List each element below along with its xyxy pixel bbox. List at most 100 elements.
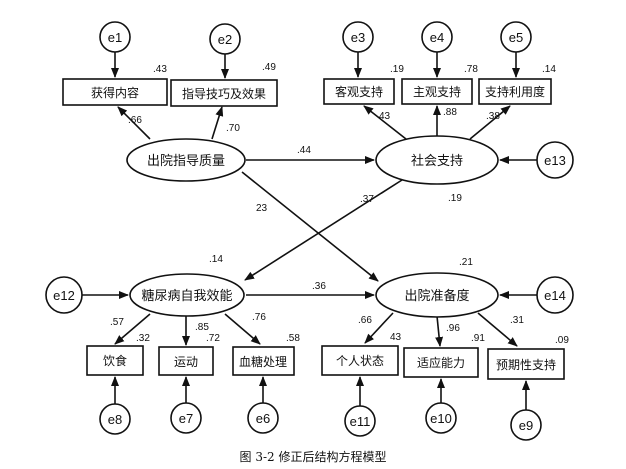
observed-objective-support: 客观支持 xyxy=(323,78,395,105)
error-e12: e12 xyxy=(45,276,83,314)
observed-label: 预期性支持 xyxy=(496,357,556,372)
error-e2: e2 xyxy=(209,23,241,55)
r2-support-use: .14 xyxy=(542,64,556,75)
observed-label: 个人状态 xyxy=(336,354,384,368)
loading-glucose: .76 xyxy=(252,312,266,323)
social-to-supportuse-arrow xyxy=(469,105,511,140)
observed-label: 适应能力 xyxy=(417,355,465,370)
r2-objective-support: .19 xyxy=(390,64,404,75)
observed-box xyxy=(170,79,278,107)
error-label: e10 xyxy=(430,411,452,426)
observed-box xyxy=(401,78,473,105)
r2-skill-effect: .49 xyxy=(262,62,276,73)
error-circle xyxy=(342,21,374,53)
guidance-to-skill-arrow xyxy=(211,106,224,140)
error-circle xyxy=(500,21,532,53)
loading-objective-support: 43 xyxy=(379,111,391,122)
error-circle xyxy=(99,21,131,53)
latent-guidance-quality: 出院指导质量 xyxy=(126,138,246,182)
observed-label: 主观支持 xyxy=(413,84,461,99)
error-circle xyxy=(209,23,241,55)
efficacy-to-glucose-arrow xyxy=(224,313,261,345)
guidance-to-readiness-arrow xyxy=(241,171,379,282)
r2-social-support: .19 xyxy=(448,193,462,204)
observed-box xyxy=(487,348,565,380)
error-circle xyxy=(247,402,279,434)
error-label: e3 xyxy=(351,30,365,45)
loading-content: .66 xyxy=(128,115,142,126)
observed-box xyxy=(321,345,399,376)
error-e1: e1 xyxy=(99,21,131,53)
loading-diet: .57 xyxy=(110,317,124,328)
observed-content: 获得内容 xyxy=(62,78,168,106)
observed-label: 支持利用度 xyxy=(485,84,545,99)
error-e4: e4 xyxy=(421,21,453,53)
loading-support-use: .38 xyxy=(486,111,500,122)
error-label: e7 xyxy=(179,411,193,426)
r2-personal-state: 43 xyxy=(390,332,402,343)
latent-label: 社会支持 xyxy=(411,153,463,169)
social-to-efficacy-arrow xyxy=(244,179,403,281)
latent-label: 出院准备度 xyxy=(404,288,469,304)
error-circle xyxy=(536,276,574,314)
observed-box xyxy=(62,78,168,106)
error-label: e4 xyxy=(430,30,444,45)
readiness-to-coping-arrow xyxy=(435,315,444,347)
error-e8: e8 xyxy=(99,403,131,435)
latent-self-efficacy: 糖尿病自我效能 xyxy=(129,273,245,317)
error-e9: e9 xyxy=(510,409,542,441)
error-label: e11 xyxy=(350,414,371,429)
observed-label: 指导技巧及效果 xyxy=(182,86,266,101)
observed-box xyxy=(403,347,479,378)
r2-diet: .32 xyxy=(136,333,150,344)
error-label: e6 xyxy=(256,411,270,426)
error-circle xyxy=(170,402,202,434)
error-e6: e6 xyxy=(247,402,279,434)
readiness-to-personal-arrow xyxy=(364,312,394,344)
path-guidance-to-social: .44 xyxy=(297,145,311,156)
error-circle xyxy=(536,141,574,179)
latent-ellipse xyxy=(375,272,499,318)
latent-ellipse xyxy=(126,138,246,182)
observed-box xyxy=(158,346,214,376)
social-to-objective-arrow xyxy=(363,105,407,140)
error-label: e8 xyxy=(108,412,122,427)
path-social-to-efficacy: .37 xyxy=(360,194,374,205)
error-e7: e7 xyxy=(170,402,202,434)
observed-box xyxy=(478,78,552,105)
loading-exercise: .85 xyxy=(195,322,209,333)
loading-expected-support: .31 xyxy=(510,315,524,326)
error-circle xyxy=(45,276,83,314)
observed-coping: 适应能力 xyxy=(403,347,479,378)
error-circle xyxy=(344,405,376,437)
error-label: e9 xyxy=(519,418,533,433)
error-e5: e5 xyxy=(500,21,532,53)
r2-subjective-support: .78 xyxy=(464,64,478,75)
loading-personal-state: .66 xyxy=(358,315,372,326)
latent-readiness: 出院准备度 xyxy=(375,272,499,318)
error-e10: e10 xyxy=(425,402,457,434)
observed-diet: 饮食 xyxy=(86,345,144,376)
loading-coping: .96 xyxy=(446,323,460,334)
observed-exercise: 运动 xyxy=(158,346,214,376)
loading-subjective-support: .88 xyxy=(443,107,457,118)
error-circle xyxy=(425,402,457,434)
path-guidance-to-readiness: 23 xyxy=(256,203,268,214)
error-e11: e11 xyxy=(344,405,376,437)
observed-label: 运动 xyxy=(174,355,198,369)
efficacy-to-diet-arrow xyxy=(114,313,151,345)
error-label: e13 xyxy=(544,153,566,168)
guidance-to-content-arrow xyxy=(117,106,151,140)
observed-glucose: 血糖处理 xyxy=(232,346,295,376)
observed-skill-effect: 指导技巧及效果 xyxy=(170,79,278,107)
observed-expected-support: 预期性支持 xyxy=(487,348,565,380)
observed-label: 饮食 xyxy=(103,353,127,368)
observed-box xyxy=(86,345,144,376)
observed-label: 客观支持 xyxy=(335,84,383,99)
r2-content: .43 xyxy=(153,64,167,75)
observed-label: 血糖处理 xyxy=(239,354,287,369)
error-label: e5 xyxy=(509,30,523,45)
observed-subjective-support: 主观支持 xyxy=(401,78,473,105)
r2-self-efficacy: .14 xyxy=(209,254,223,265)
